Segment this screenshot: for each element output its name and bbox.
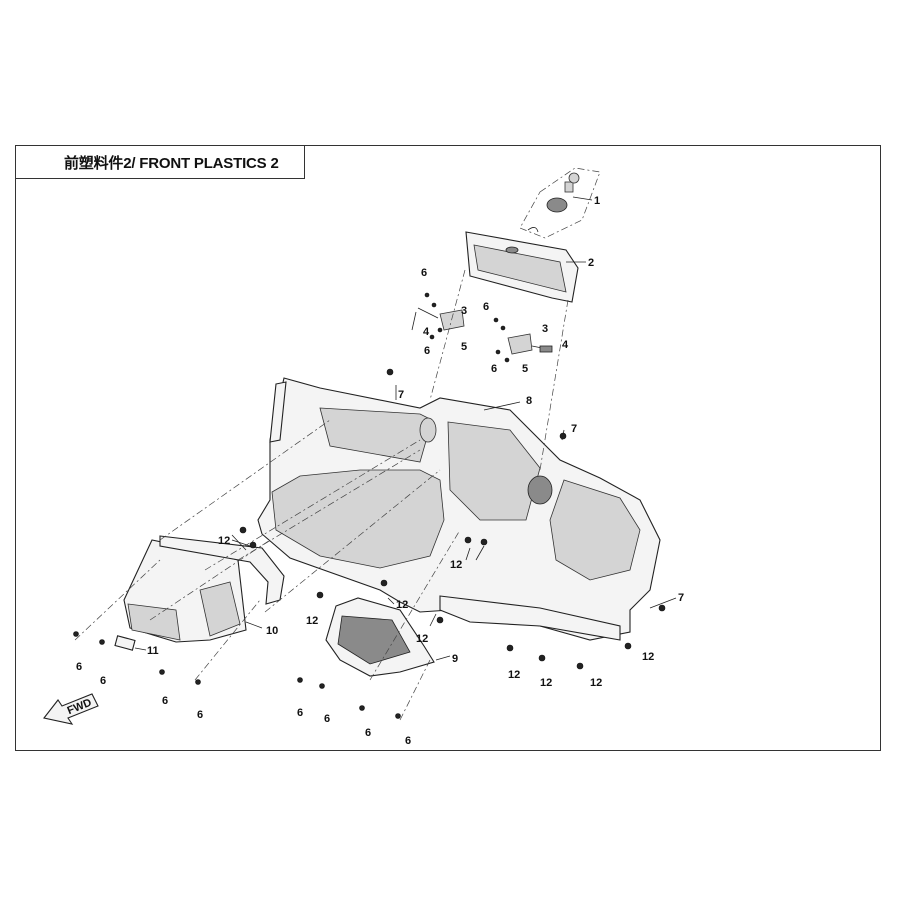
callout-6-g: 6 xyxy=(162,695,168,707)
callout-10: 10 xyxy=(266,625,278,637)
callout-6-e: 6 xyxy=(76,661,82,673)
glovebox-lid xyxy=(465,231,579,303)
callout-labels: 1 2 3 3 4 4 5 5 6 6 6 6 6 6 6 6 6 6 6 6 … xyxy=(76,195,684,747)
callout-6-c: 6 xyxy=(483,301,489,313)
fwd-arrow: FWD xyxy=(43,693,99,725)
callout-11: 11 xyxy=(147,645,159,657)
hinge-right xyxy=(507,333,553,355)
lower-cover xyxy=(325,597,435,677)
callout-12-g: 12 xyxy=(540,677,552,689)
callout-7-b: 7 xyxy=(571,423,577,435)
callout-12-i: 12 xyxy=(642,651,654,663)
callout-6-a: 6 xyxy=(421,267,427,279)
callout-12-c: 12 xyxy=(306,615,318,627)
callout-6-f: 6 xyxy=(100,675,106,687)
leader-lines xyxy=(74,196,677,721)
callout-5-right: 5 xyxy=(522,363,528,375)
callout-4-left: 4 xyxy=(423,326,430,338)
callout-3-right: 3 xyxy=(542,323,548,335)
callout-8: 8 xyxy=(526,395,532,407)
callout-2: 2 xyxy=(588,257,594,269)
callout-4-right: 4 xyxy=(562,339,569,351)
callout-7-c: 7 xyxy=(678,592,684,604)
title-box xyxy=(15,145,305,179)
callout-6-i: 6 xyxy=(297,707,303,719)
front-fascia-body xyxy=(257,377,661,641)
callout-7-a: 7 xyxy=(398,389,404,401)
callout-6-b: 6 xyxy=(424,345,430,357)
key-switch-assembly xyxy=(519,167,601,239)
callout-6-h: 6 xyxy=(197,709,203,721)
storage-box xyxy=(123,535,285,643)
callout-12-h: 12 xyxy=(590,677,602,689)
callout-12-d: 12 xyxy=(396,599,408,611)
fwd-label: FWD xyxy=(66,697,94,718)
clip-part-11 xyxy=(114,635,136,651)
callout-12-e: 12 xyxy=(416,633,428,645)
callout-6-l: 6 xyxy=(405,735,411,747)
callout-6-j: 6 xyxy=(324,713,330,725)
callout-3-left: 3 xyxy=(461,305,467,317)
callout-6-k: 6 xyxy=(365,727,371,739)
callout-5-left: 5 xyxy=(461,341,467,353)
callout-12-a: 12 xyxy=(218,535,230,547)
fasteners xyxy=(73,368,666,719)
callout-9: 9 xyxy=(452,653,458,665)
callout-12-f: 12 xyxy=(508,669,520,681)
diagram-frame xyxy=(15,145,881,751)
page-title: 前塑料件2/ FRONT PLASTICS 2 xyxy=(64,155,279,172)
callout-6-d: 6 xyxy=(491,363,497,375)
hinge-left xyxy=(411,307,465,331)
callout-12-b: 12 xyxy=(450,559,462,571)
callout-1: 1 xyxy=(594,195,600,207)
